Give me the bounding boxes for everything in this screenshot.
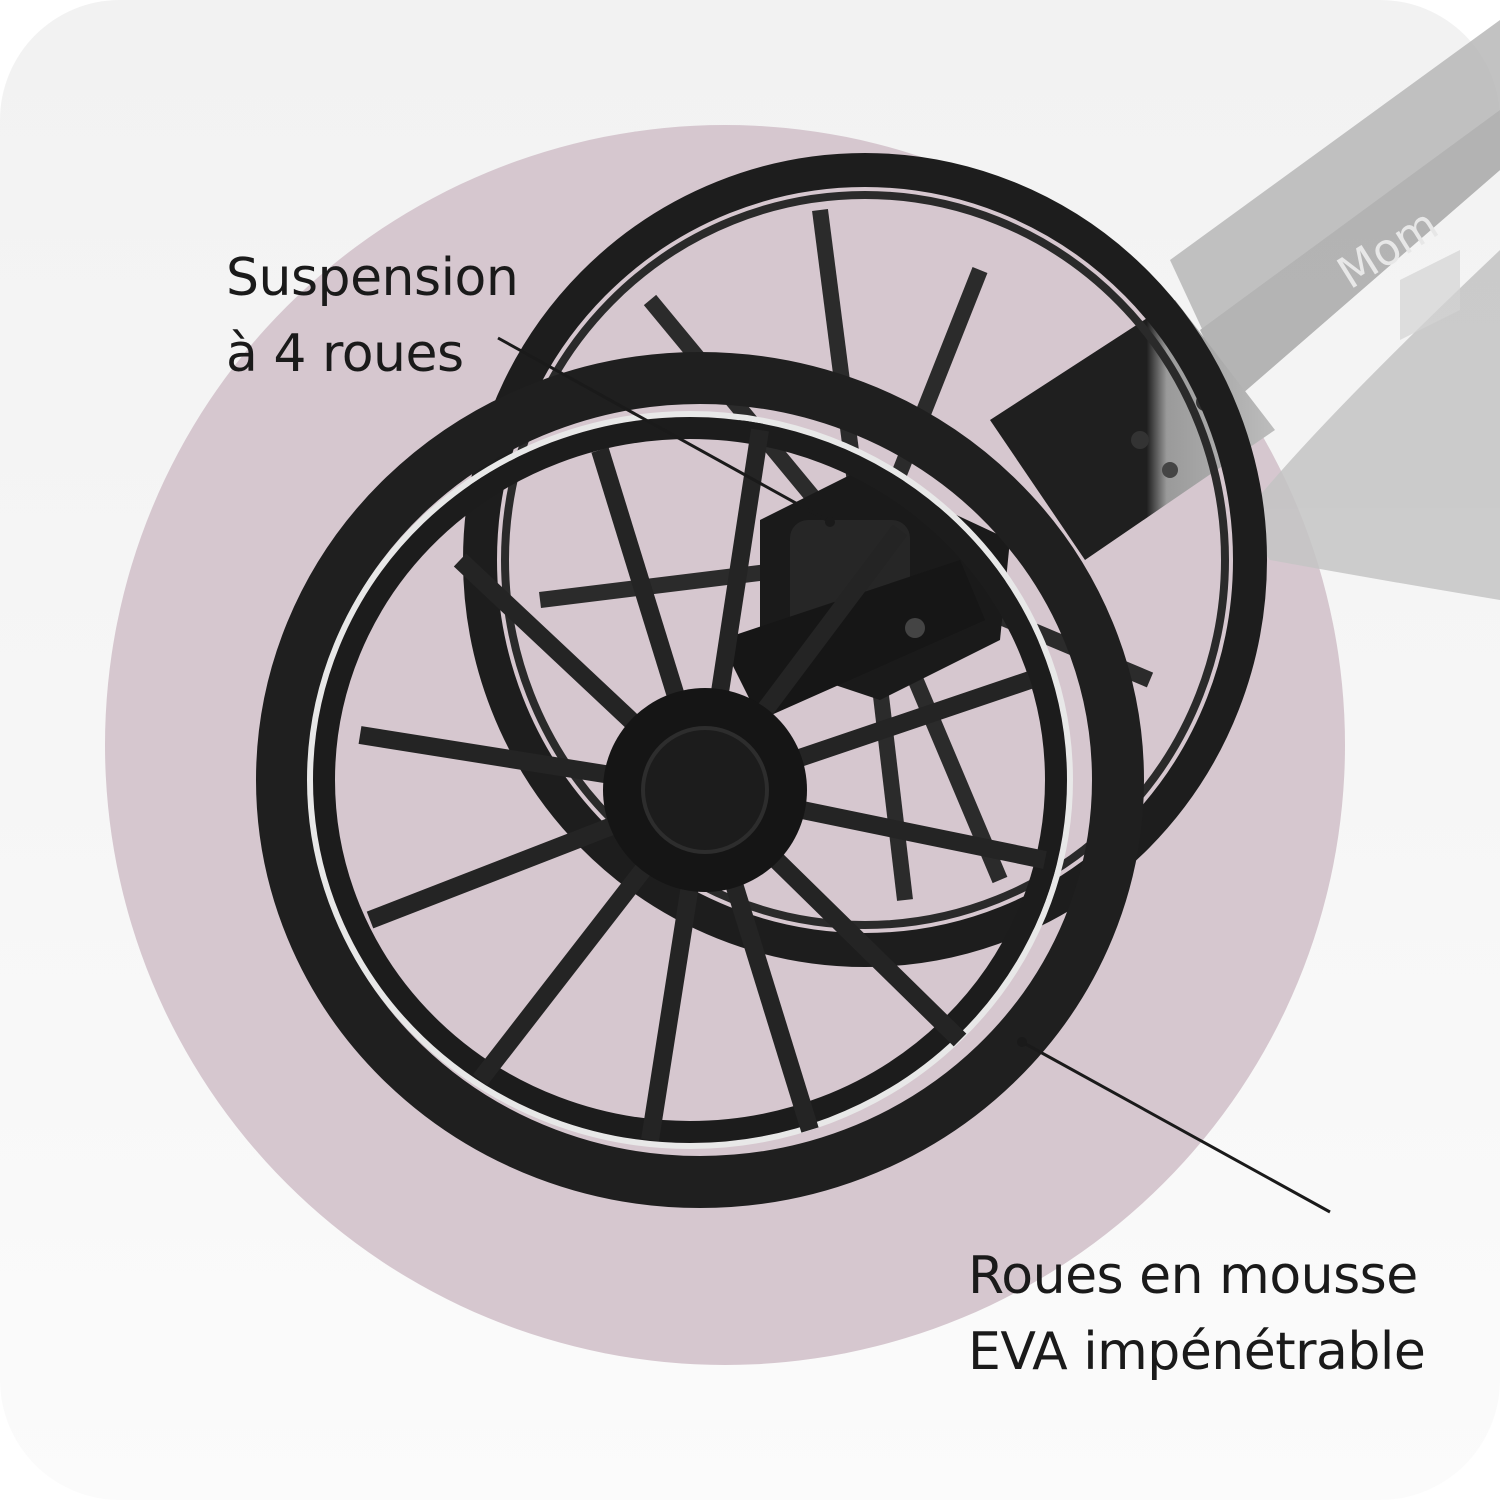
callout-line-wheels <box>1021 1040 1331 1214</box>
callout-line-suspension <box>497 336 831 524</box>
callout-dot-suspension <box>825 517 835 527</box>
callout-wheels-line2: EVA impénétrable <box>968 1322 1426 1382</box>
callout-wheels-text: Roues en mousse EVA impénétrable <box>968 1238 1426 1390</box>
front-wheel <box>256 352 1144 1208</box>
suspension-bracket <box>720 470 1010 720</box>
callout-suspension-line1: Suspension <box>226 248 519 308</box>
callout-suspension-text: Suspension à 4 roues <box>226 240 519 392</box>
callout-suspension-line2: à 4 roues <box>226 324 464 384</box>
callout-dot-wheels <box>1017 1037 1027 1047</box>
stroller-frame-faded: Mom <box>1170 20 1500 600</box>
callout-wheels-line1: Roues en mousse <box>968 1246 1418 1306</box>
